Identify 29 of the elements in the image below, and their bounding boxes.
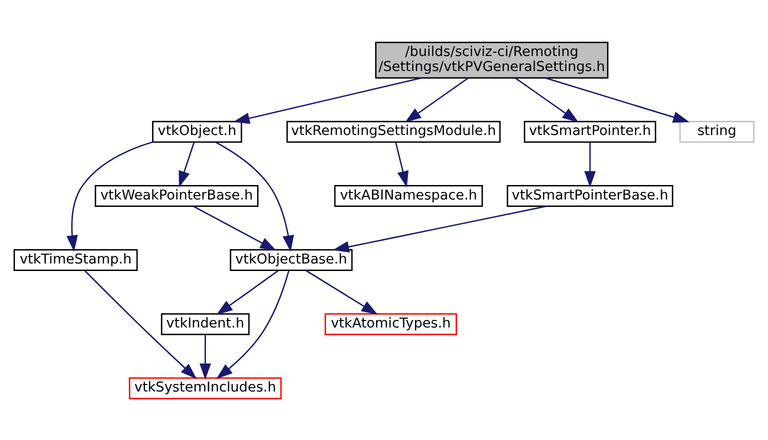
arrow	[200, 334, 212, 380]
node-box: vtkIndent.h	[160, 312, 250, 335]
arrow	[404, 77, 468, 122]
arrow	[84, 270, 197, 379]
node-box: vtkObject.h	[152, 120, 242, 142]
node-box: vtkRemotingSettingsModule.h	[286, 120, 501, 142]
arrow	[515, 77, 579, 122]
node-box: string	[679, 120, 754, 142]
node-box: vtkAtomicTypes.h	[324, 312, 457, 335]
node-box: vtkABINamespace.h	[334, 184, 483, 206]
node-box: vtkTimeStamp.h	[14, 248, 138, 270]
arrow	[584, 142, 596, 188]
arrow	[178, 142, 195, 187]
node-box: vtkObjectBase.h	[230, 248, 353, 270]
arrow	[332, 205, 547, 252]
arrow	[215, 141, 294, 252]
node-box: vtkWeakPointerBase.h	[94, 184, 258, 206]
node-box: vtkSmartPointer.h	[524, 120, 656, 142]
node-box: vtkSmartPointerBase.h	[506, 184, 674, 206]
arrow	[546, 76, 690, 122]
arrow	[395, 142, 409, 187]
arrow	[233, 76, 422, 124]
arrow	[306, 269, 378, 314]
node-box: vtkSystemIncludes.h	[128, 376, 282, 399]
node-box: /builds/sciviz-ci/Remoting/Settings/vtkPVGeneralSettings.h	[375, 41, 608, 78]
arrow	[216, 269, 279, 314]
arrow	[216, 270, 290, 379]
arrow	[193, 205, 276, 250]
arrow	[66, 140, 153, 252]
